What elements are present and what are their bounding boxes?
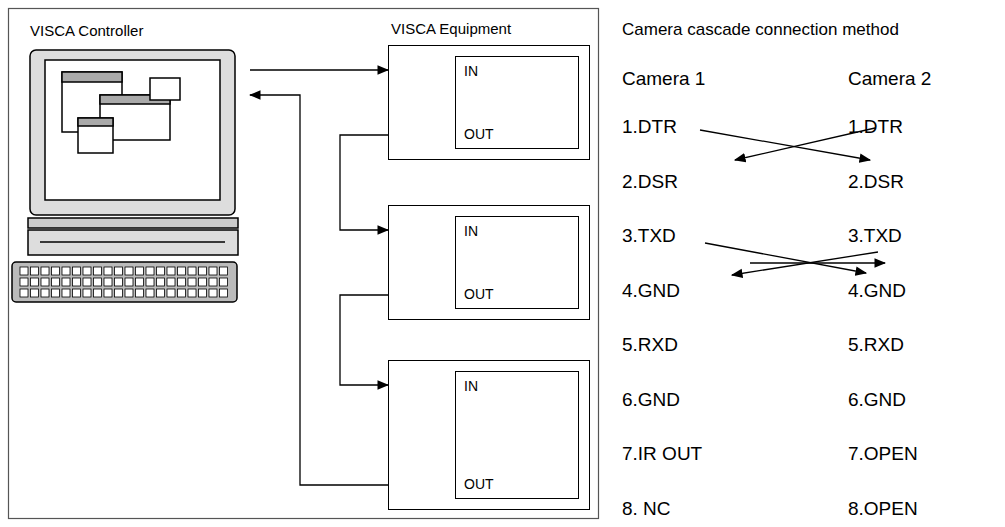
pin-label: 4.GND [848,280,906,302]
signal-connector [340,295,388,385]
pin-label: 2.DSR [622,171,678,193]
column-label: Camera 1 [622,68,705,90]
pin-label: 1.DTR [848,116,903,138]
port-label: OUT [464,286,494,302]
panel-border [9,9,599,519]
port-label: OUT [464,476,494,492]
title-label: Camera cascade connection method [622,20,899,40]
equipment-box: IN OUT [388,360,590,510]
keyboard-keys [20,267,228,297]
pin-label: 8.OPEN [848,498,918,520]
pin-label: 3.TXD [848,225,902,247]
pin-label: 2.DSR [848,171,904,193]
column-label: Camera 2 [848,68,931,90]
port-label: IN [464,223,478,239]
signal-connector [340,135,388,230]
pin-label: 6.GND [848,389,906,411]
heading: VISCA Controller [30,22,143,39]
pin-label: 5.RXD [622,334,678,356]
port-label: IN [464,63,478,79]
pin-cross-arrows [700,128,885,275]
equipment-box: IN OUT [388,205,590,320]
signal-connector [250,69,388,70]
inner-frame: IN OUT [455,56,579,149]
pin-label: 8. NC [622,498,671,520]
pin-label: 3.TXD [622,225,676,247]
controller-node: VISCA Controller [12,20,250,305]
pin-label: 7.OPEN [848,443,918,465]
pin-label: 7.IR OUT [622,443,702,465]
equipment-box: INOUTVISCA Equipment [388,45,590,160]
computer-illustration [12,50,238,302]
pin-label: 5.RXD [848,334,904,356]
signal-connector [250,95,388,485]
inner-frame: IN OUT [455,216,579,309]
inner-frame: IN OUT [455,371,579,499]
pin-label: 6.GND [622,389,680,411]
port-label: OUT [464,126,494,142]
port-label: IN [464,378,478,394]
heading: VISCA Equipment [391,20,511,37]
pin-label: 4.GND [622,280,680,302]
pin-label: 1.DTR [622,116,677,138]
